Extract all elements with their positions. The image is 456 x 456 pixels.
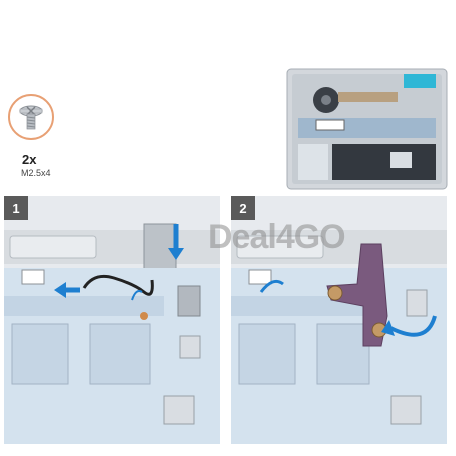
step-2-illustration xyxy=(231,230,447,444)
step-number-badge: 1 xyxy=(4,196,28,220)
screw-quantity: 2x xyxy=(22,152,37,167)
laptop-overview xyxy=(286,68,448,190)
step-2-panel: 2 xyxy=(231,196,447,444)
screw-illustration xyxy=(8,94,54,140)
step-1-panel: 1 xyxy=(4,196,220,444)
screw-icon xyxy=(19,105,43,130)
step-number-badge: 2 xyxy=(231,196,255,220)
screw-size-label: M2.5x4 xyxy=(21,168,51,178)
step-1-illustration xyxy=(4,223,220,444)
